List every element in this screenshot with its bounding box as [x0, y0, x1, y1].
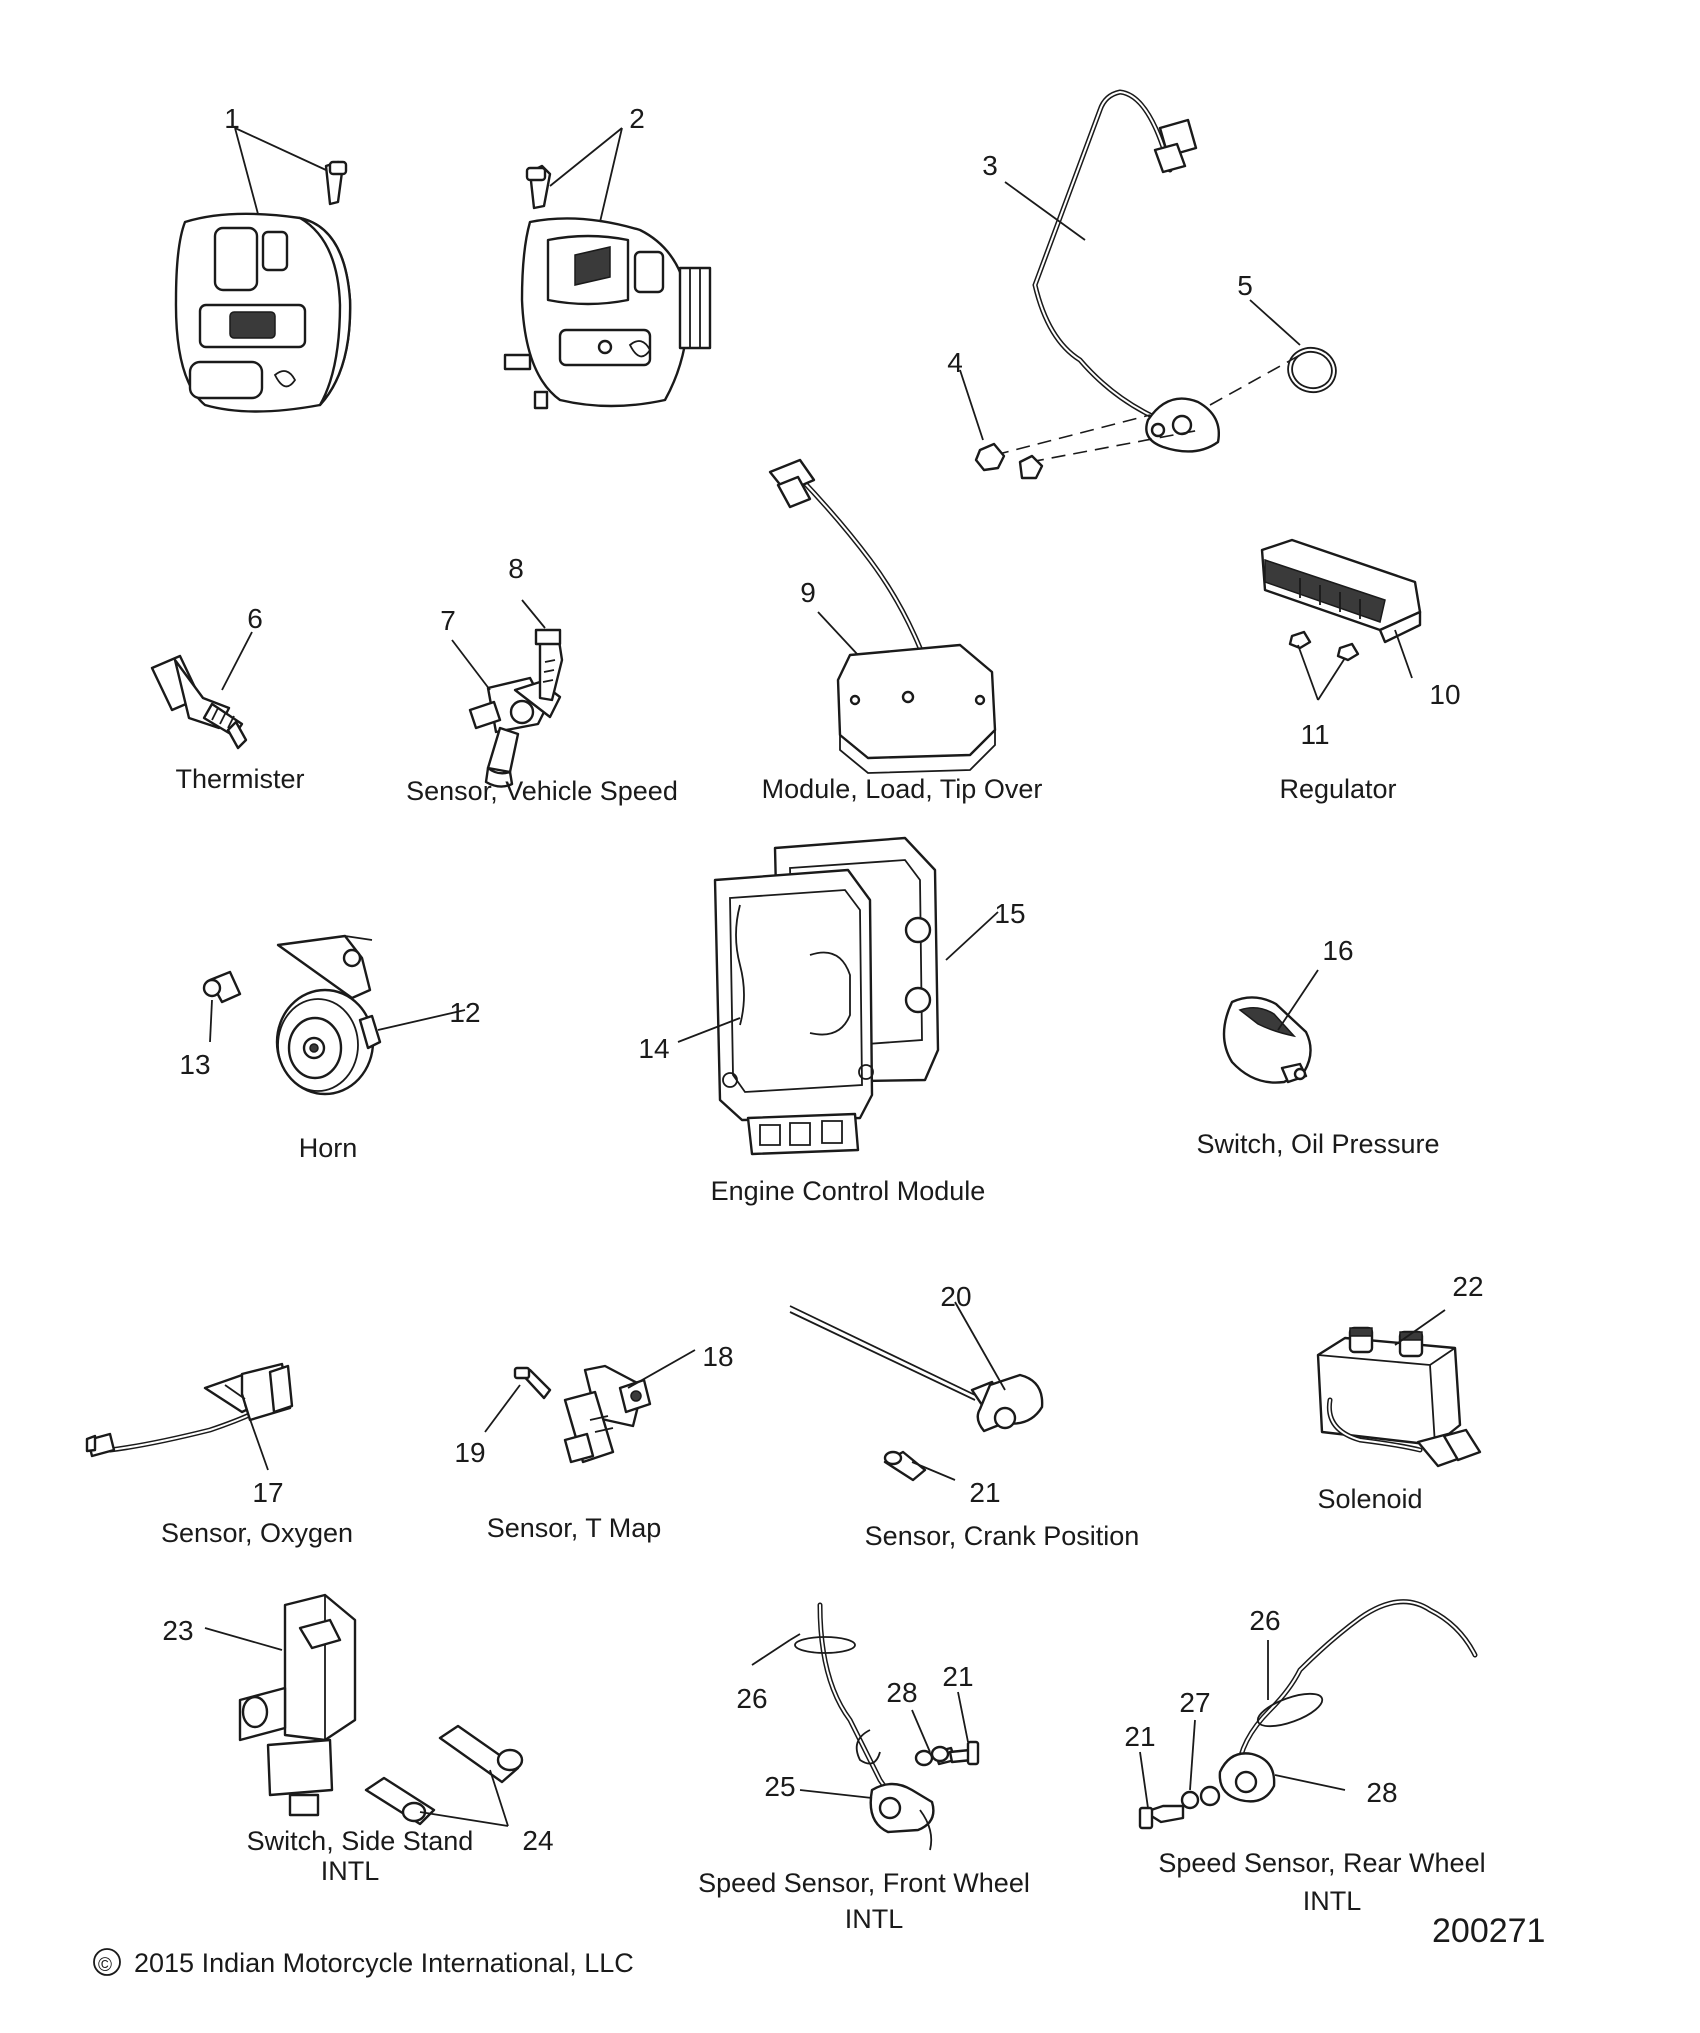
crank-position-sensor: [789, 1305, 1044, 1482]
callout-24: 24: [522, 1825, 553, 1856]
callout-7: 7: [440, 605, 456, 636]
callout-9: 9: [800, 577, 816, 608]
callout-11: 11: [1300, 719, 1329, 750]
leader-lines: [204, 127, 1446, 1827]
side-stand-switch: [238, 1593, 524, 1826]
horn: [202, 934, 382, 1096]
caption-front-wheel: Speed Sensor, Front Wheel: [698, 1868, 1030, 1898]
callout-21-rear: 21: [1124, 1721, 1155, 1752]
callout-15: 15: [994, 898, 1025, 929]
callout-16: 16: [1322, 935, 1353, 966]
t-map-sensor: [513, 1364, 652, 1464]
thermister: [150, 654, 248, 750]
engine-control-module: [713, 836, 940, 1156]
regulator: [1260, 538, 1422, 662]
part-captions: Thermister Sensor, Vehicle Speed Module,…: [161, 764, 1486, 1934]
caption-tip-over: Module, Load, Tip Over: [762, 774, 1043, 804]
caption-thermister: Thermister: [175, 764, 304, 794]
caption-t-map: Sensor, T Map: [487, 1513, 662, 1543]
callout-19: 19: [454, 1437, 485, 1468]
copyright-symbol: ©: [98, 1955, 112, 1976]
callout-26-front: 26: [736, 1683, 767, 1714]
callout-21-front: 21: [942, 1661, 973, 1692]
callout-4: 4: [947, 347, 963, 378]
copyright-text: 2015 Indian Motorcycle International, LL…: [134, 1948, 634, 1978]
callout-27: 27: [1179, 1687, 1210, 1718]
callout-5: 5: [1237, 270, 1253, 301]
callout-10: 10: [1429, 679, 1460, 710]
callout-23: 23: [162, 1615, 193, 1646]
callout-8: 8: [508, 553, 524, 584]
diagram-code: 200271: [1432, 1912, 1545, 1950]
oil-pressure-switch: [1222, 996, 1312, 1084]
rear-wheel-speed-sensor: [1138, 1599, 1478, 1830]
oxygen-sensor: [85, 1362, 294, 1458]
callout-25: 25: [764, 1771, 795, 1802]
callout-21: 21: [969, 1477, 1000, 1508]
caption-side-stand-sub: INTL: [321, 1856, 380, 1886]
callout-28-front: 28: [886, 1677, 917, 1708]
left-handlebar-switch: [174, 160, 352, 413]
callout-6: 6: [247, 603, 263, 634]
callout-14: 14: [638, 1033, 669, 1064]
callout-28-rear: 28: [1366, 1777, 1397, 1808]
caption-oxygen: Sensor, Oxygen: [161, 1518, 353, 1548]
callout-12: 12: [449, 997, 480, 1028]
caption-vehicle-speed: Sensor, Vehicle Speed: [406, 776, 678, 806]
callout-1: 1: [224, 103, 240, 134]
caption-rear-wheel: Speed Sensor, Rear Wheel: [1158, 1848, 1485, 1878]
callout-numbers: 1 2 3 4 5 6 7 8 9 10 11 12 13 14 15 16 1…: [162, 103, 1483, 1856]
callout-26-rear: 26: [1249, 1605, 1280, 1636]
front-wheel-speed-sensor: [789, 1602, 980, 1851]
oxygen-sensor-harness: [974, 89, 1337, 480]
callout-20: 20: [940, 1281, 971, 1312]
right-handlebar-switch: [503, 164, 712, 410]
caption-rear-wheel-sub: INTL: [1303, 1886, 1362, 1916]
caption-crank: Sensor, Crank Position: [865, 1521, 1140, 1551]
caption-horn: Horn: [299, 1133, 358, 1163]
caption-side-stand: Switch, Side Stand: [247, 1826, 474, 1856]
caption-regulator: Regulator: [1279, 774, 1396, 804]
caption-ecm: Engine Control Module: [711, 1176, 986, 1206]
callout-13: 13: [179, 1049, 210, 1080]
callout-2: 2: [629, 103, 645, 134]
caption-front-wheel-sub: INTL: [845, 1904, 904, 1934]
callout-3: 3: [982, 150, 998, 181]
caption-oil-pressure: Switch, Oil Pressure: [1196, 1129, 1439, 1159]
caption-solenoid: Solenoid: [1317, 1484, 1422, 1514]
callout-22: 22: [1452, 1271, 1483, 1302]
footer: © 2015 Indian Motorcycle International, …: [93, 1912, 1545, 1978]
callout-18: 18: [702, 1341, 733, 1372]
tip-over-module: [768, 458, 997, 774]
vehicle-speed-sensor: [468, 628, 564, 788]
callout-17: 17: [252, 1477, 283, 1508]
solenoid: [1316, 1326, 1482, 1468]
copyright-circle: [93, 1948, 121, 1976]
